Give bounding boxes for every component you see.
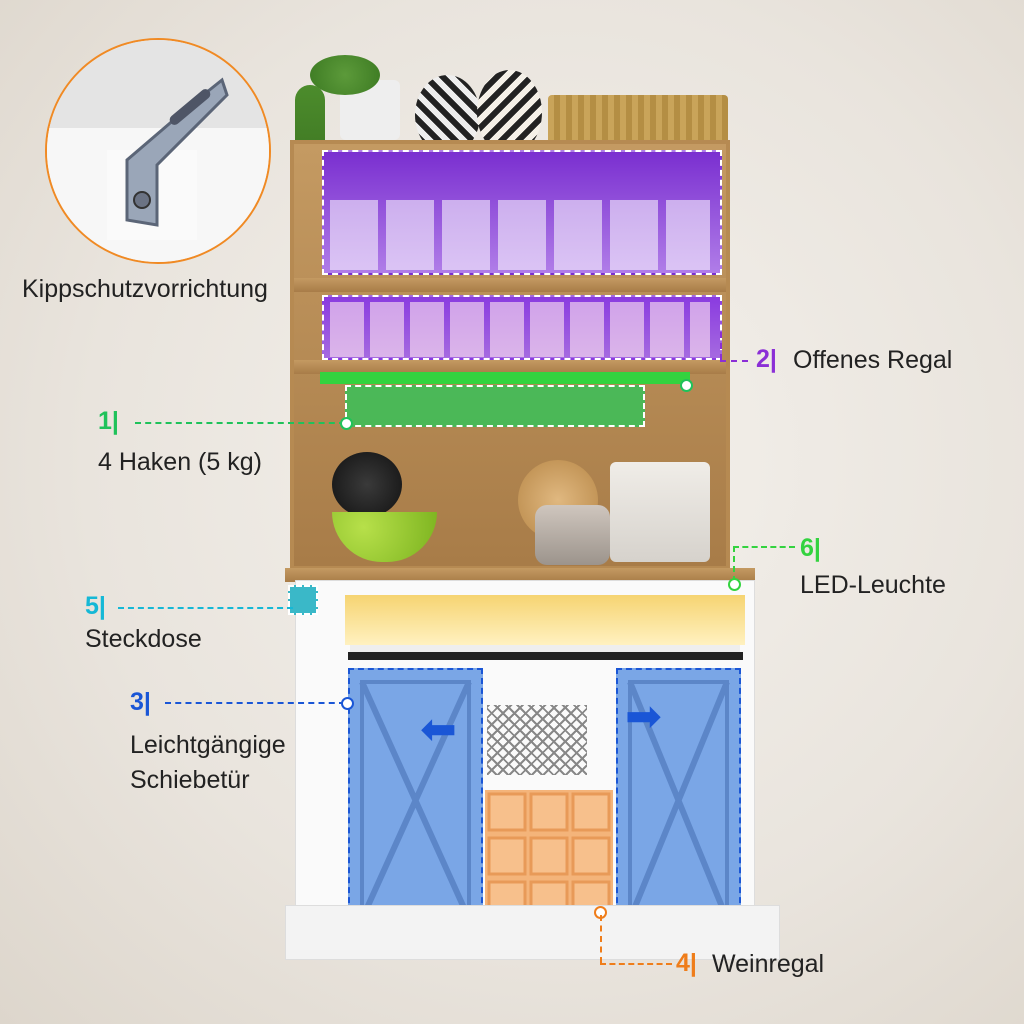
arrow-left-icon: ⬅ xyxy=(420,705,457,754)
toaster xyxy=(535,505,610,565)
led-strip-upper xyxy=(320,372,690,384)
arrow-right-icon: ➡ xyxy=(625,692,662,741)
callout-2-label: Offenes Regal xyxy=(793,346,953,374)
callout-1-label: 4 Haken (5 kg) xyxy=(98,448,262,476)
sliding-door-left xyxy=(348,668,483,933)
callout-3-label-line2: Schiebetür xyxy=(130,766,250,794)
callout-3-label-line1: Leichtgängige xyxy=(130,731,286,759)
callout-4-label: Weinregal xyxy=(712,950,825,978)
callout-5-number: 5| xyxy=(85,592,106,620)
wire-basket xyxy=(487,705,587,775)
plinth xyxy=(285,905,780,960)
plant xyxy=(295,55,410,195)
anti-tip-inset xyxy=(45,38,271,264)
anti-tip-bracket-icon xyxy=(47,40,269,262)
callout-4-number: 4| xyxy=(676,949,697,977)
power-outlet xyxy=(288,585,318,615)
frying-pan xyxy=(332,452,402,517)
callout-2-number: 2| xyxy=(756,345,777,373)
callout-6-number: 6| xyxy=(800,534,821,562)
countertop xyxy=(285,568,755,582)
callout-3-number: 3| xyxy=(130,688,151,716)
callout-5-label: Steckdose xyxy=(85,625,202,653)
cubby-area xyxy=(345,595,745,645)
barn-door-rail xyxy=(348,652,743,660)
callout-6-label: LED-Leuchte xyxy=(800,571,946,599)
coffee-machine xyxy=(610,462,710,562)
hook-rail xyxy=(345,385,645,427)
inset-label: Kippschutzvorrichtung xyxy=(22,275,268,303)
callout-1-number: 1| xyxy=(98,407,119,435)
cabinet-illustration: ⬅ ➡ xyxy=(285,55,780,970)
